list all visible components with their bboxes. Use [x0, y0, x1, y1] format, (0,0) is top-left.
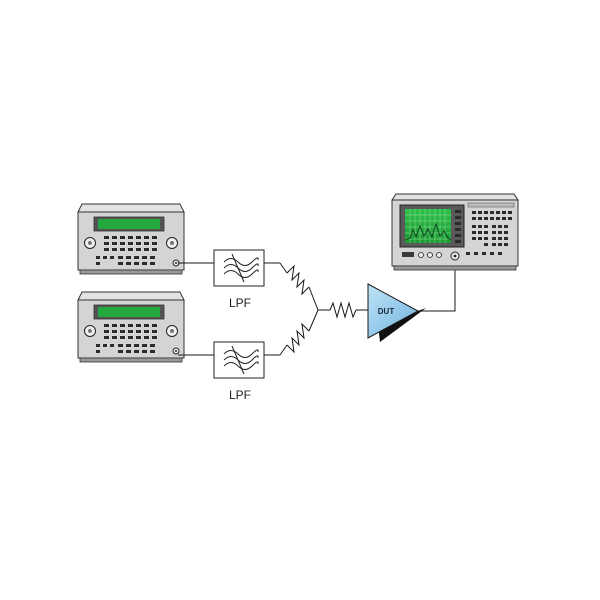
cable-dut-to-analyzer: [418, 260, 456, 312]
filter-top-label: LPF: [229, 296, 251, 310]
filter-bottom-label: LPF: [229, 388, 251, 402]
low-pass-filter-top: [213, 249, 265, 287]
resistor-bottom: [264, 309, 319, 356]
signal-generator-bottom: [77, 291, 185, 363]
signal-generator-top: [77, 203, 185, 275]
dut-label: DUT: [378, 307, 395, 316]
analyzer-screen: [404, 209, 452, 243]
spectrum-analyzer: [391, 193, 519, 271]
resistor-middle: [318, 301, 368, 319]
low-pass-filter-bottom: [213, 341, 265, 379]
dut-amplifier: DUT: [367, 283, 426, 342]
resistor-top: [264, 262, 319, 311]
